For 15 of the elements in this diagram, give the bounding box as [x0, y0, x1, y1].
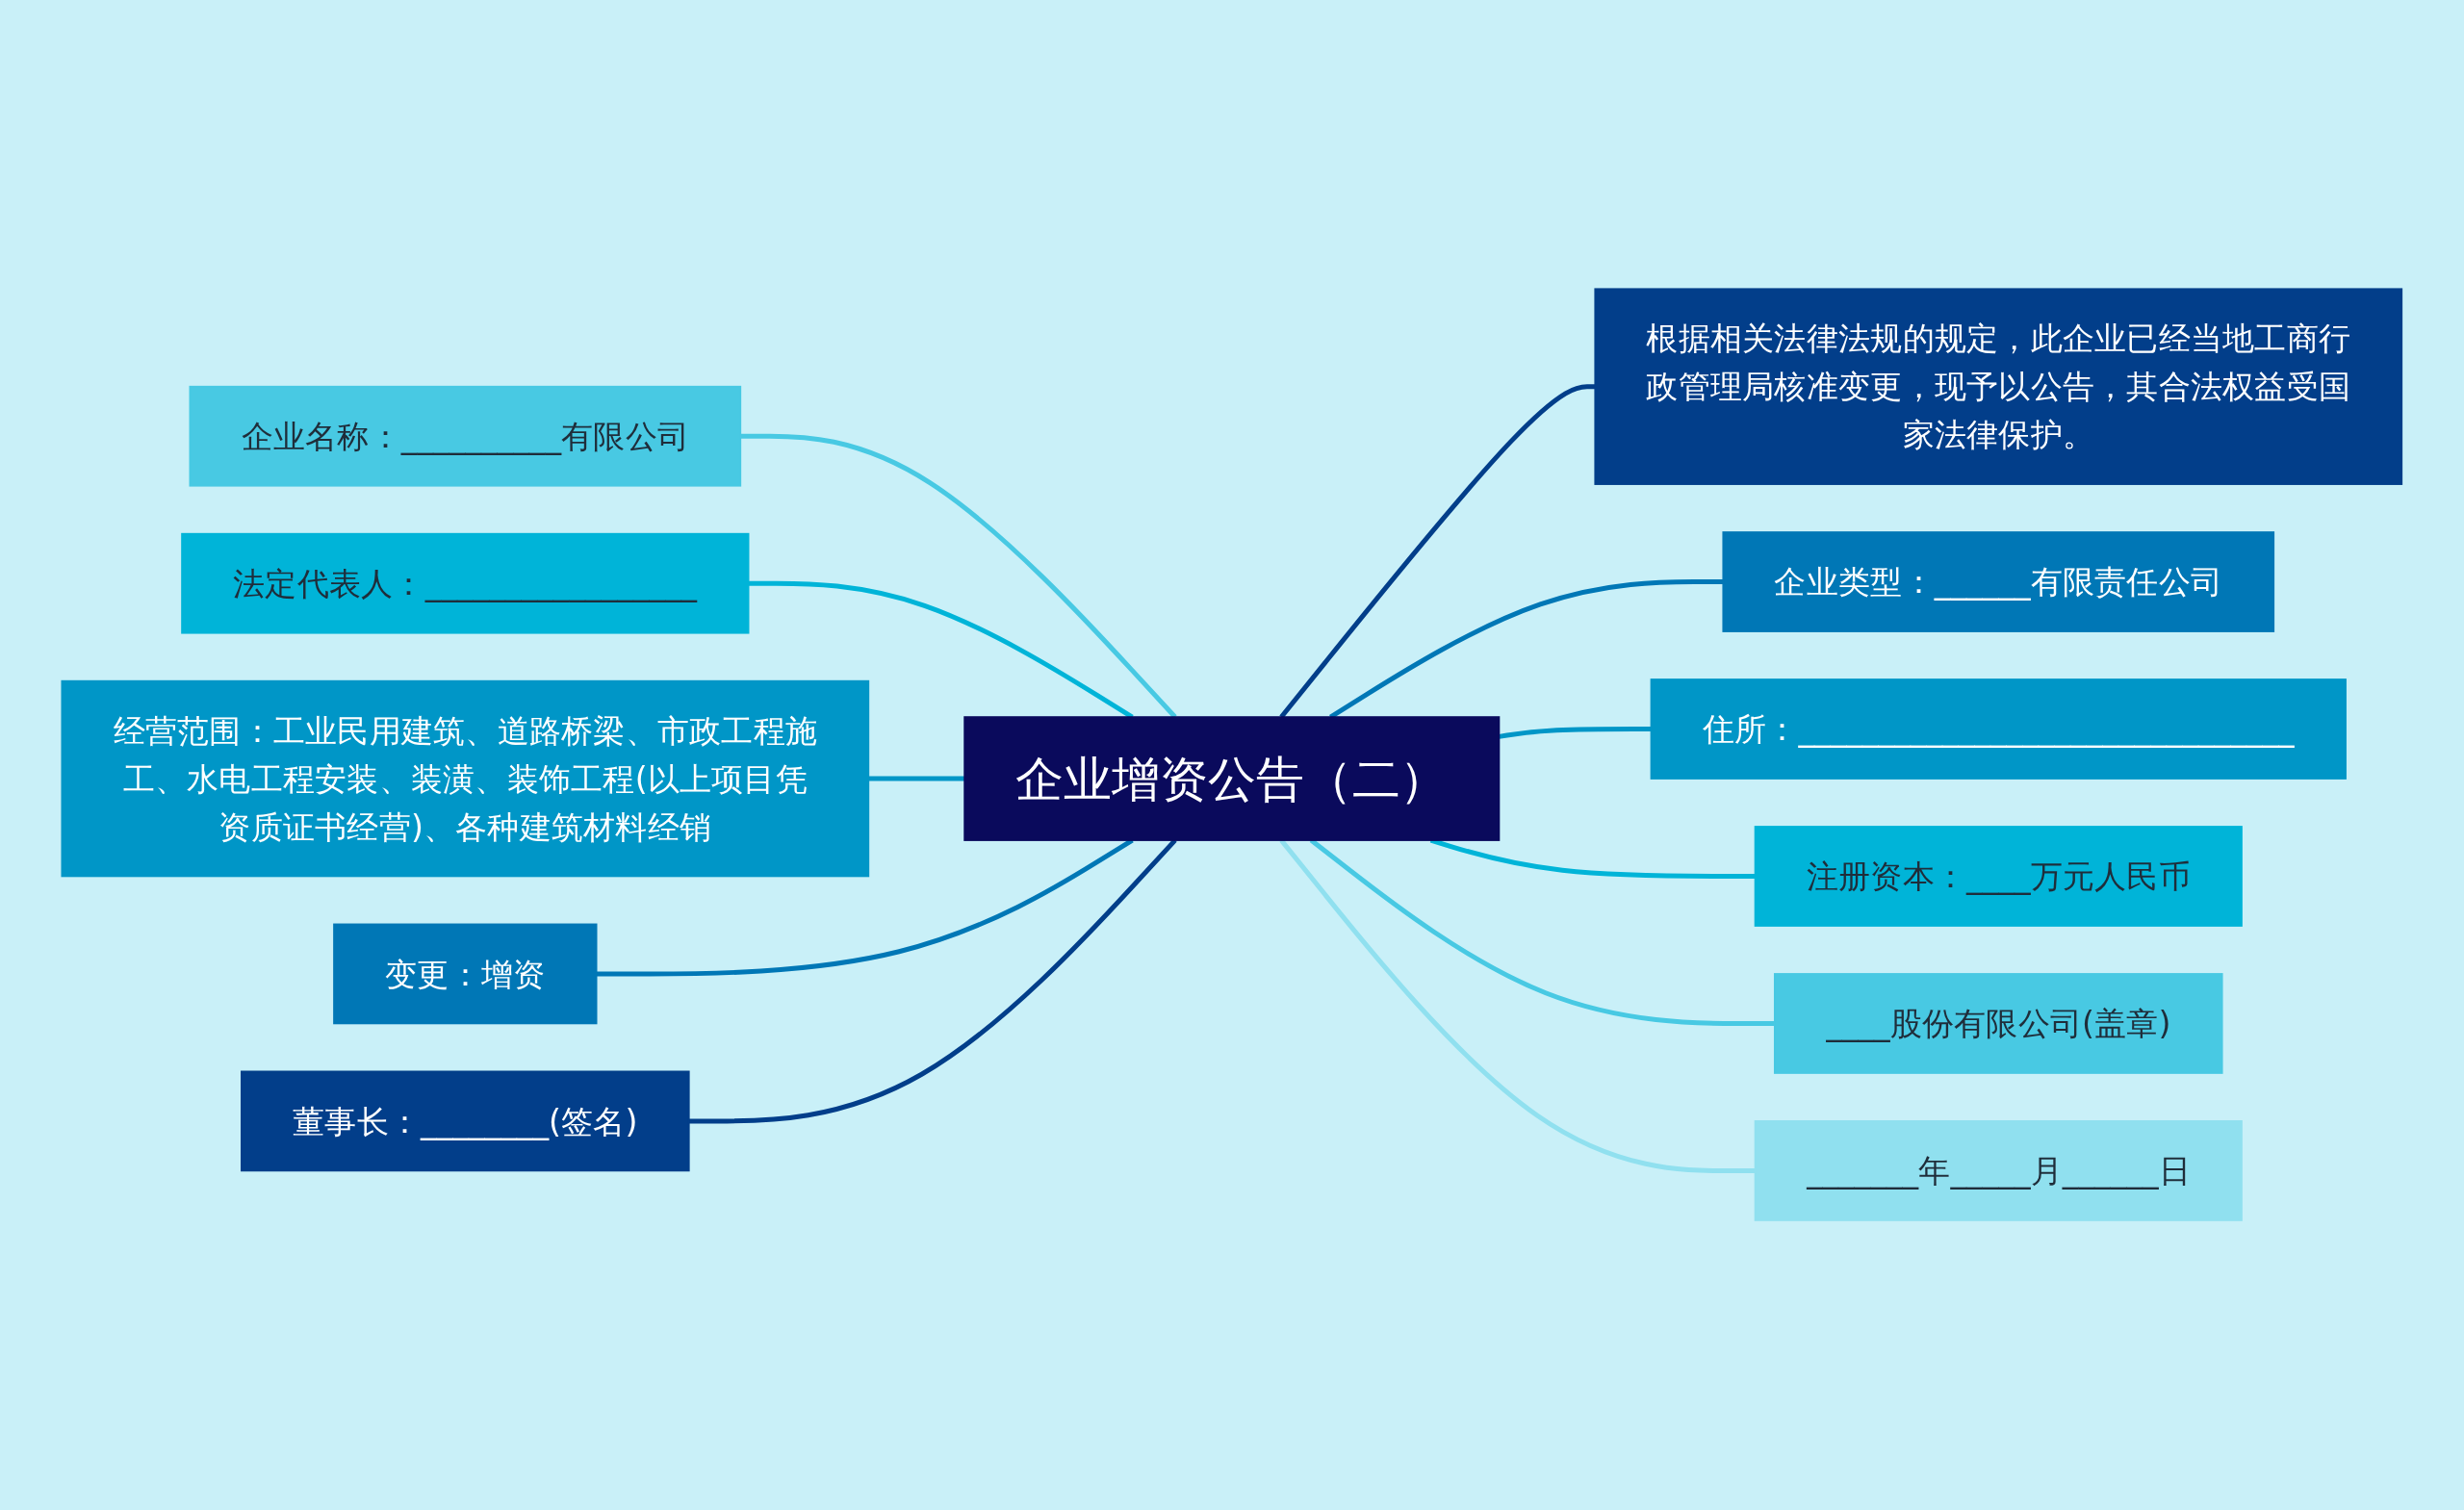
node-box: 住所：_______________________________	[1650, 678, 2348, 781]
node-box: 注册资本：____万元人民币	[1754, 826, 2244, 928]
node-box: 经营范围：工业民用建筑、道路桥梁、市政工程施工、水电工程安装、装潢、装饰工程(以上项目凭资质证书经营)、各种建筑材料经销	[61, 680, 870, 878]
connector	[1499, 727, 1652, 740]
node-box: 董事长：________(签名)	[241, 1070, 690, 1172]
connector	[1279, 384, 1596, 719]
node-box: _______年_____月______日	[1754, 1120, 2244, 1222]
node-box: 企业名称：__________有限公司	[189, 386, 742, 487]
node-box: 变更：增资	[333, 923, 598, 1025]
connector	[868, 776, 965, 781]
node-box: 企业增资公告（二）	[963, 716, 1501, 842]
node-box: 根据相关法律法规的规定，此企业已经当地工商行政管理局核准变更，现予以公告，其合法权益受国家法律保护。	[1594, 288, 2403, 486]
node-box: ____股份有限公司(盖章)	[1774, 973, 2223, 1075]
node-box: 法定代表人：_________________	[181, 533, 750, 634]
node-box: 企业类型：______有限责任公司	[1722, 531, 2275, 633]
